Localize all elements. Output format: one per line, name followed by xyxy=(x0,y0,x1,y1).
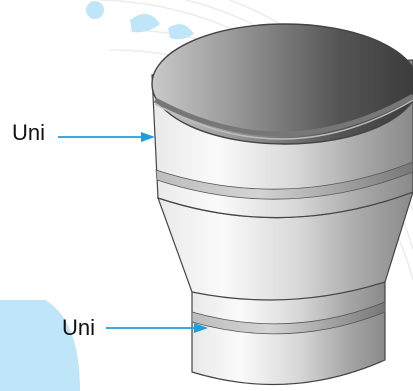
upper-sleeve xyxy=(151,23,413,219)
lower-sleeve xyxy=(191,281,386,386)
arrow-head-bottom xyxy=(194,323,208,333)
rim-opening xyxy=(151,23,413,145)
arrow-head-top xyxy=(141,132,155,142)
callout-arrow-bottom xyxy=(106,323,208,333)
lower-bead xyxy=(191,301,386,335)
watermark-letters xyxy=(86,1,194,40)
callout-arrow-top xyxy=(58,132,155,142)
rim-inner-lip xyxy=(153,93,413,137)
watermark-shape xyxy=(0,300,80,391)
callout-label-bottom: Uni xyxy=(62,315,96,340)
upper-bead xyxy=(155,161,413,200)
callout-label-top: Uni xyxy=(12,120,46,145)
